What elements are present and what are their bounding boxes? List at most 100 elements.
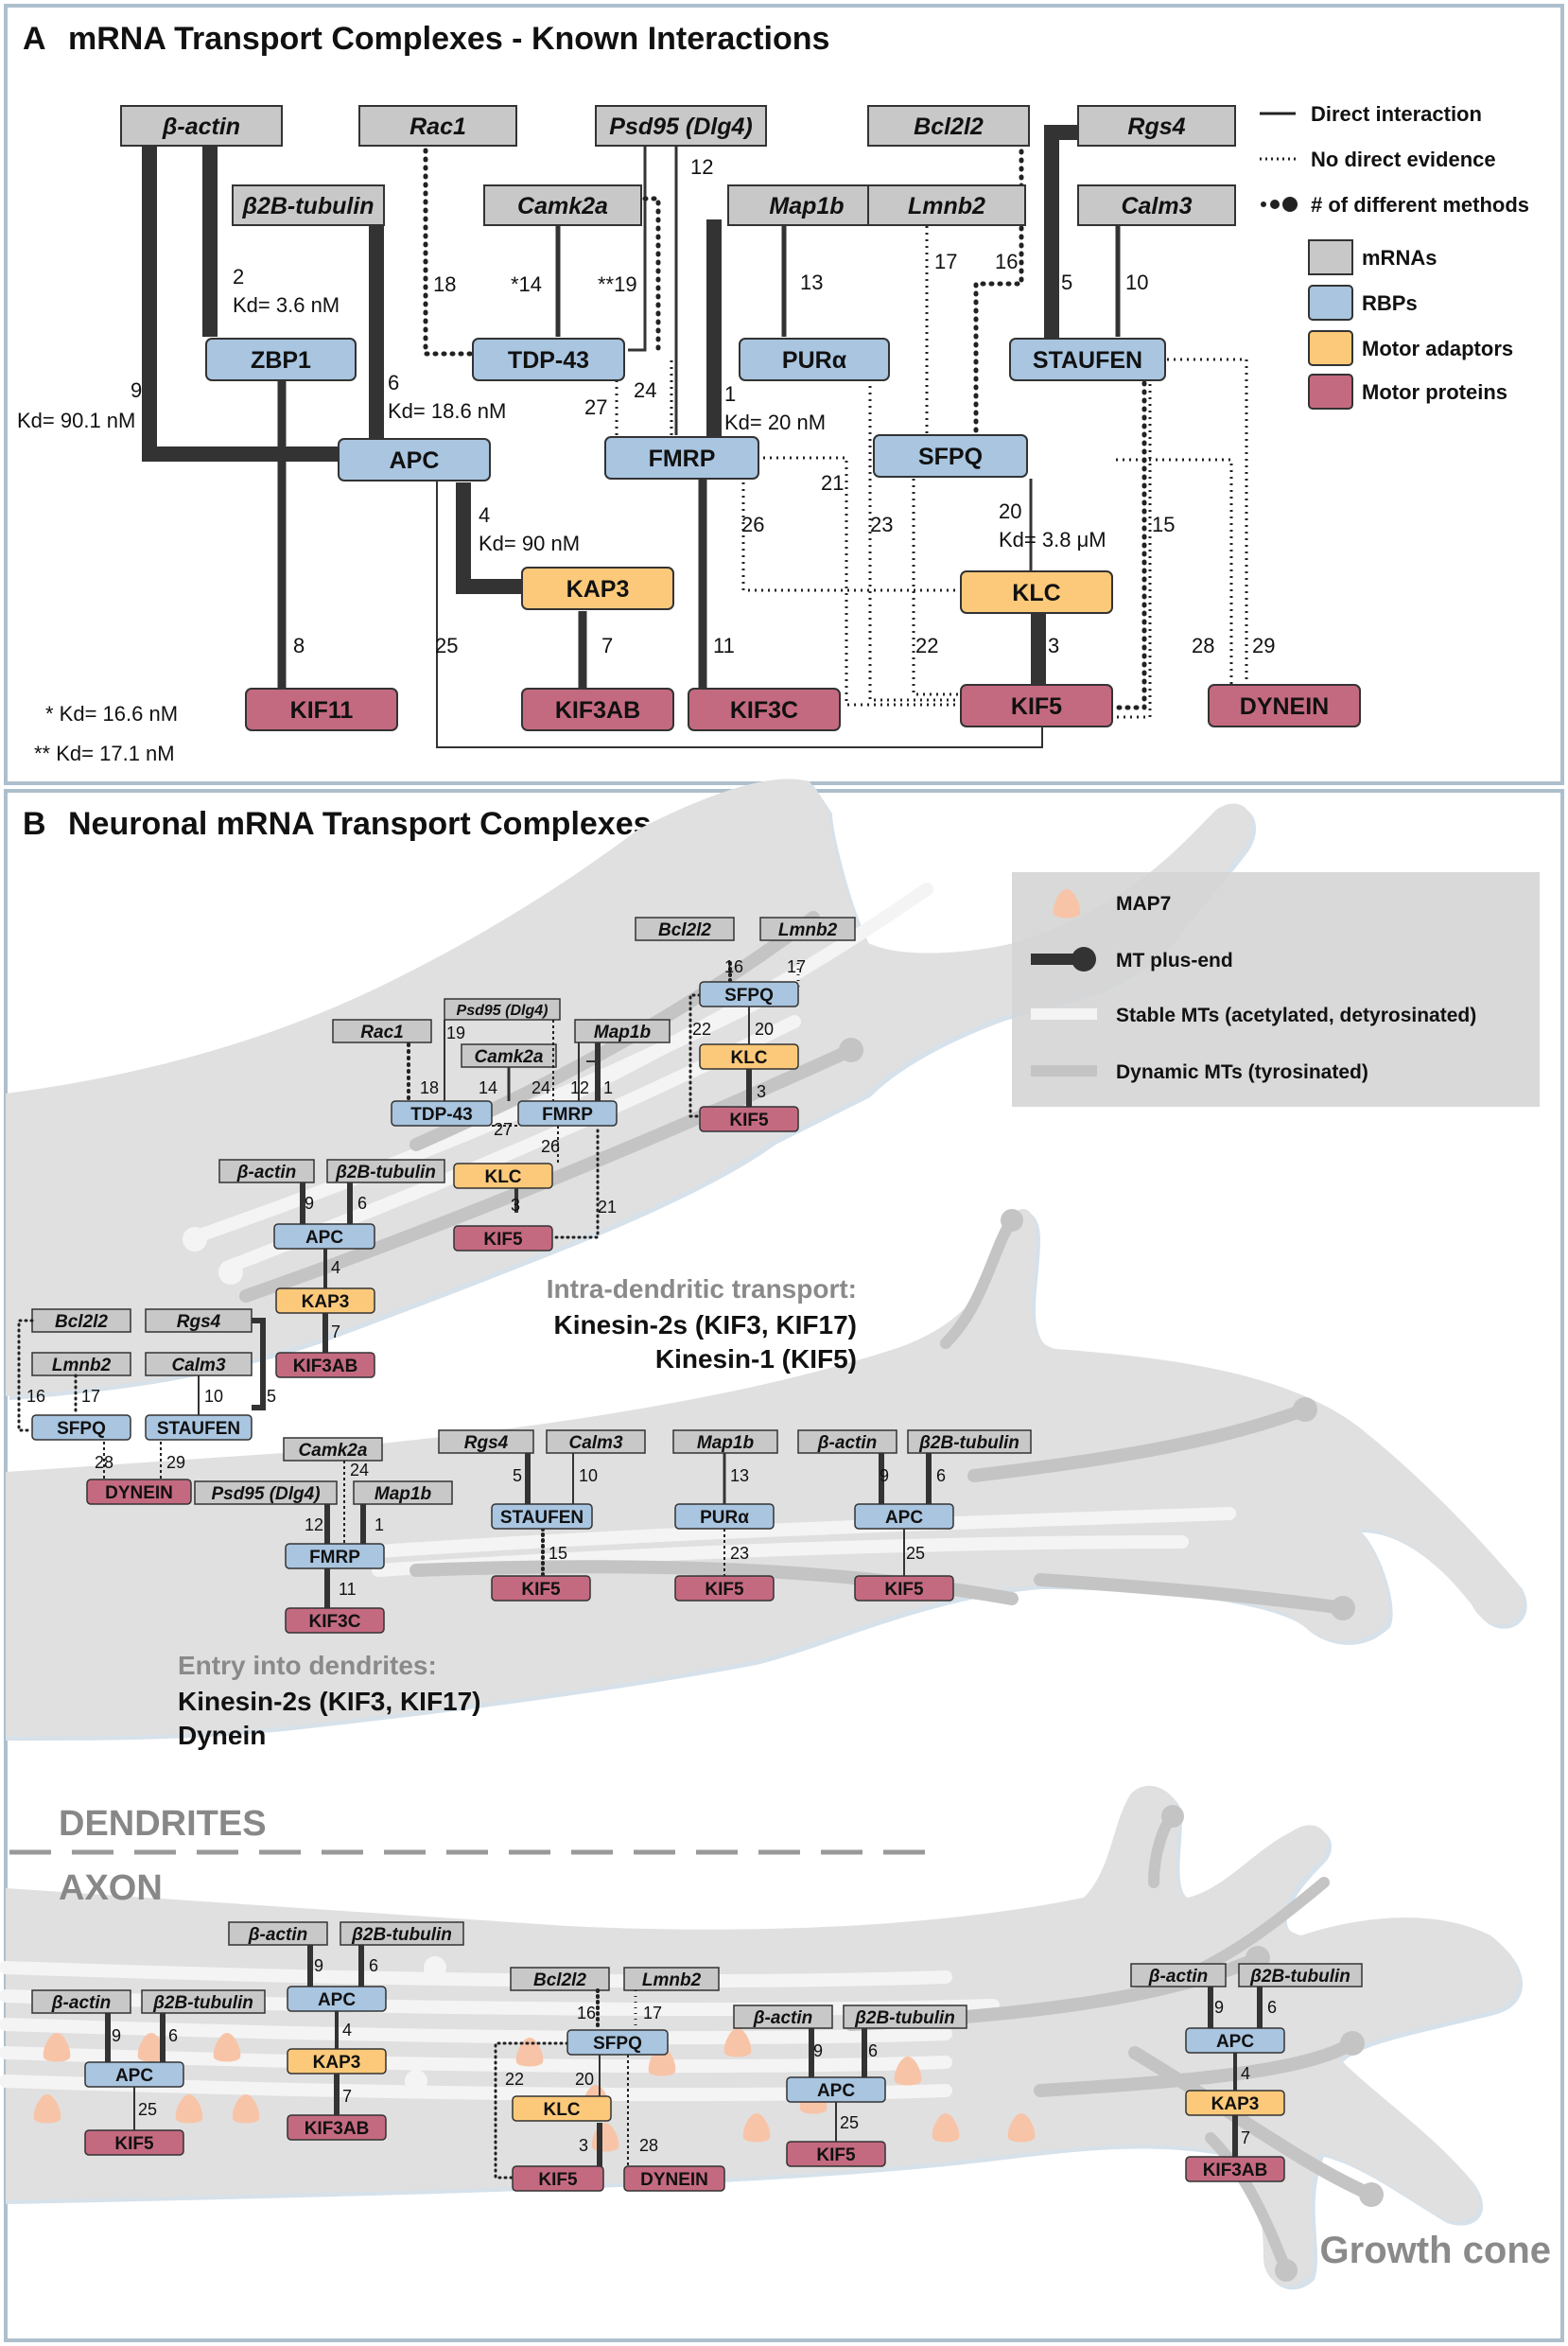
svg-text:9: 9	[1214, 1998, 1224, 2017]
svg-text:Lmnb2: Lmnb2	[642, 1970, 702, 1990]
svg-text:KAP3: KAP3	[1211, 2094, 1260, 2114]
svg-text:28: 28	[1192, 634, 1214, 657]
legend-direct: Direct interaction	[1311, 102, 1482, 126]
svg-text:Psd95 (Dlg4): Psd95 (Dlg4)	[211, 1484, 320, 1504]
svg-text:Rgs4: Rgs4	[464, 1433, 509, 1453]
label-growth-cone: Growth cone	[1320, 2230, 1551, 2271]
panel-a-title: mRNA Transport Complexes - Known Interac…	[68, 21, 829, 57]
svg-text:FMRP: FMRP	[309, 1548, 360, 1567]
svg-text:SFPQ: SFPQ	[57, 1419, 106, 1439]
legend-plus-end: MT plus-end	[1116, 950, 1233, 972]
node-kap3: KAP3	[566, 576, 630, 603]
panel-a-letter: A	[23, 21, 46, 57]
svg-text:KIF5: KIF5	[729, 1111, 769, 1130]
panel-b-letter: B	[23, 806, 46, 842]
svg-text:20: 20	[755, 1020, 774, 1039]
svg-text:17: 17	[81, 1387, 100, 1406]
entry-line1: Kinesin-2s (KIF3, KIF17)	[178, 1687, 481, 1716]
svg-text:14: 14	[479, 1078, 497, 1097]
svg-text:25: 25	[138, 2100, 157, 2119]
legend-mrna: mRNAs	[1362, 246, 1437, 270]
svg-text:17: 17	[643, 2004, 662, 2022]
node-klc: KLC	[1012, 580, 1060, 606]
legend-stable: Stable MTs (acetylated, detyrosinated)	[1116, 1005, 1476, 1026]
svg-text:11: 11	[713, 634, 735, 657]
svg-text:6: 6	[357, 1194, 367, 1213]
svg-text:* Kd= 16.6 nM: * Kd= 16.6 nM	[45, 702, 178, 726]
svg-text:KIF5: KIF5	[483, 1230, 523, 1250]
svg-text:4: 4	[331, 1258, 340, 1277]
svg-text:9: 9	[813, 2041, 823, 2060]
node-calm3: Calm3	[1121, 193, 1192, 219]
svg-text:Calm3: Calm3	[568, 1433, 622, 1453]
svg-text:Kd= 90.1 nM: Kd= 90.1 nM	[17, 409, 135, 432]
svg-text:β2B-tubulin: β2B-tubulin	[351, 1925, 452, 1945]
panel-a-legend: Direct interaction No direct evidence # …	[1260, 102, 1529, 410]
svg-text:KIF5: KIF5	[884, 1580, 924, 1600]
svg-text:3: 3	[579, 2136, 588, 2155]
svg-text:13: 13	[730, 1466, 749, 1485]
svg-text:Lmnb2: Lmnb2	[52, 1356, 112, 1375]
svg-text:27: 27	[584, 395, 607, 419]
svg-text:6: 6	[936, 1466, 946, 1485]
svg-text:6: 6	[369, 1956, 378, 1975]
svg-text:Kd= 20 nM: Kd= 20 nM	[724, 411, 826, 434]
panel-a-edge-labels: 2 Kd= 3.6 nM 9 Kd= 90.1 nM 6 Kd= 18.6 nM…	[17, 155, 1275, 765]
node-apc: APC	[390, 447, 440, 474]
svg-text:β2B-tubulin: β2B-tubulin	[335, 1163, 436, 1182]
svg-text:28: 28	[639, 2136, 658, 2155]
svg-text:22: 22	[505, 2070, 524, 2089]
panel-a-nodes: β-actin Rac1 Psd95 (Dlg4) Bcl2l2 Rgs4 β2…	[120, 105, 1361, 731]
node-rac1: Rac1	[409, 114, 466, 140]
node-camk2a: Camk2a	[517, 193, 608, 219]
svg-text:Bcl2l2: Bcl2l2	[658, 920, 711, 940]
node-kif3ab: KIF3AB	[555, 697, 640, 724]
svg-text:KIF3AB: KIF3AB	[305, 2119, 370, 2139]
legend-dynamic: Dynamic MTs (tyrosinated)	[1116, 1061, 1368, 1083]
node-b2btub: β2B-tubulin	[241, 193, 374, 219]
svg-text:APC: APC	[115, 2066, 153, 2086]
svg-text:10: 10	[204, 1387, 223, 1406]
svg-text:Lmnb2: Lmnb2	[778, 920, 838, 940]
svg-text:7: 7	[342, 2087, 352, 2106]
svg-text:β-actin: β-actin	[236, 1163, 296, 1182]
svg-text:10: 10	[579, 1466, 598, 1485]
panel-b-title: Neuronal mRNA Transport Complexes	[68, 806, 652, 842]
svg-text:25: 25	[906, 1544, 925, 1563]
svg-text:6: 6	[868, 2041, 878, 2060]
svg-text:STAUFEN: STAUFEN	[500, 1508, 584, 1528]
node-bcl2l2: Bcl2l2	[914, 114, 984, 140]
svg-text:1: 1	[724, 382, 736, 406]
intra-dendritic-line2: Kinesin-1 (KIF5)	[655, 1344, 857, 1374]
svg-text:4: 4	[479, 503, 490, 527]
svg-text:21: 21	[821, 471, 844, 495]
svg-text:6: 6	[1267, 1998, 1277, 2017]
svg-text:STAUFEN: STAUFEN	[157, 1419, 240, 1439]
node-tdp43: TDP-43	[508, 347, 589, 374]
svg-text:Psd95 (Dlg4): Psd95 (Dlg4)	[457, 1003, 549, 1019]
svg-text:KIF5: KIF5	[538, 2170, 578, 2190]
svg-text:25: 25	[435, 634, 458, 657]
svg-text:β-actin: β-actin	[248, 1925, 307, 1945]
svg-text:24: 24	[634, 378, 656, 402]
svg-text:β-actin: β-actin	[753, 2008, 812, 2028]
node-kif11: KIF11	[290, 697, 354, 724]
svg-text:KIF3C: KIF3C	[309, 1612, 361, 1632]
svg-text:10: 10	[1125, 271, 1148, 294]
svg-text:19: 19	[446, 1024, 465, 1042]
svg-text:Camk2a: Camk2a	[299, 1441, 368, 1461]
legend-methods: # of different methods	[1311, 193, 1529, 217]
node-map1b: Map1b	[769, 193, 844, 219]
svg-text:16: 16	[724, 957, 743, 976]
label-dendrites: DENDRITES	[59, 1804, 267, 1844]
svg-text:9: 9	[131, 378, 142, 402]
svg-text:20: 20	[999, 499, 1021, 523]
svg-text:7: 7	[1241, 2128, 1250, 2147]
svg-text:KAP3: KAP3	[302, 1292, 350, 1312]
svg-text:18: 18	[420, 1078, 439, 1097]
panel-a-edges	[142, 125, 1248, 748]
svg-text:15: 15	[1152, 513, 1175, 536]
svg-text:12: 12	[690, 155, 713, 179]
svg-text:APC: APC	[885, 1508, 923, 1528]
svg-text:3: 3	[1048, 634, 1059, 657]
